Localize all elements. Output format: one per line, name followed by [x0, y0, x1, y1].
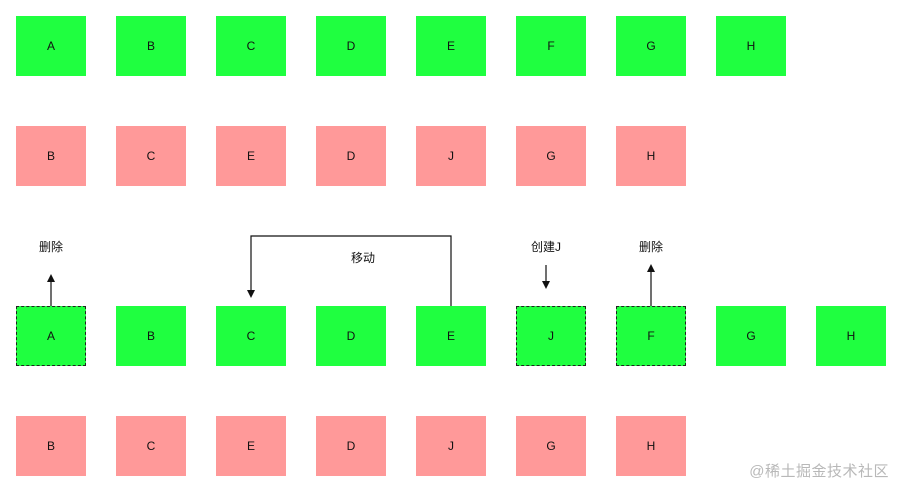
node-label: B	[46, 149, 55, 163]
node-label: H	[646, 439, 656, 453]
node-label: B	[146, 39, 155, 53]
old-node-d: D	[316, 16, 386, 76]
watermark: @稀土掘金技术社区	[749, 463, 889, 480]
patch-node-e: E	[416, 306, 486, 366]
new-node-d: D	[316, 126, 386, 186]
node-label: B	[46, 439, 55, 453]
target-node-e: E	[216, 416, 286, 476]
old-node-g: G	[616, 16, 686, 76]
move-label: 移动	[351, 251, 376, 265]
patch-node-b: B	[116, 306, 186, 366]
delete-label-f: 删除	[639, 240, 664, 254]
node-label: F	[647, 329, 655, 343]
target-node-g: G	[516, 416, 586, 476]
old-node-e: E	[416, 16, 486, 76]
node-label: E	[246, 149, 255, 163]
node-label: J	[548, 329, 554, 343]
node-label: H	[846, 329, 856, 343]
patch-node-f-deleted: F	[616, 306, 686, 366]
delete-label-a: 删除	[39, 240, 64, 254]
old-node-f: F	[516, 16, 586, 76]
new-node-h: H	[616, 126, 686, 186]
node-label: B	[146, 329, 155, 343]
target-node-b: B	[16, 416, 86, 476]
patch-node-a-deleted: A	[16, 306, 86, 366]
node-label: C	[146, 439, 156, 453]
create-j-label: 创建J	[531, 240, 562, 254]
node-label: H	[746, 39, 756, 53]
node-label: J	[448, 439, 454, 453]
target-node-j: J	[416, 416, 486, 476]
node-label: D	[346, 39, 356, 53]
new-node-e: E	[216, 126, 286, 186]
new-node-j: J	[416, 126, 486, 186]
old-node-h: H	[716, 16, 786, 76]
old-node-b: B	[116, 16, 186, 76]
node-label: C	[246, 329, 256, 343]
patch-node-g: G	[716, 306, 786, 366]
old-node-a: A	[16, 16, 86, 76]
node-label: G	[746, 329, 756, 343]
move-e-arrow	[247, 235, 452, 306]
node-label: D	[346, 329, 356, 343]
target-node-c: C	[116, 416, 186, 476]
node-label: G	[546, 149, 556, 163]
patch-node-j-created: J	[516, 306, 586, 366]
node-label: E	[446, 329, 455, 343]
patch-node-h: H	[816, 306, 886, 366]
new-node-b: B	[16, 126, 86, 186]
node-label: E	[246, 439, 255, 453]
old-node-c: C	[216, 16, 286, 76]
node-label: J	[448, 149, 454, 163]
target-node-d: D	[316, 416, 386, 476]
node-label: H	[646, 149, 656, 163]
node-label: C	[246, 39, 256, 53]
patch-node-d: D	[316, 306, 386, 366]
patch-node-c: C	[216, 306, 286, 366]
node-label: F	[547, 39, 555, 53]
node-label: G	[646, 39, 656, 53]
node-label: C	[146, 149, 156, 163]
node-label: G	[546, 439, 556, 453]
node-label: A	[46, 39, 55, 53]
new-node-g: G	[516, 126, 586, 186]
new-node-c: C	[116, 126, 186, 186]
node-label: D	[346, 149, 356, 163]
node-label: A	[46, 329, 55, 343]
target-node-h: H	[616, 416, 686, 476]
node-label: E	[446, 39, 455, 53]
node-label: D	[346, 439, 356, 453]
